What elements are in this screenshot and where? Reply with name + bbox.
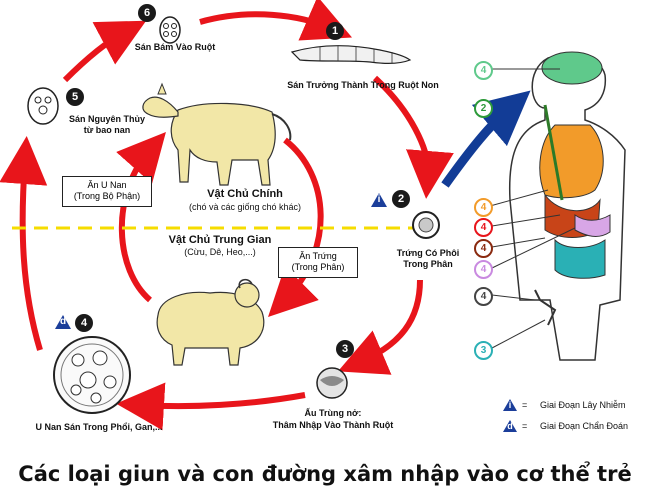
- arrow-to-human: [441, 90, 531, 188]
- page-caption: Các loại giun và con đường xâm nhập vào …: [18, 462, 632, 486]
- arrow-3-to-4: [116, 382, 306, 431]
- adult-worm-icon: [290, 45, 412, 64]
- stage-1-label: Sán Trưởng Thành Trong Ruột Non: [287, 80, 439, 90]
- definitive-host-subtitle: (chó và các giống chó khác): [188, 202, 302, 212]
- eat-egg-line2: (Trong Phân): [291, 262, 345, 273]
- stage-2-badge: 2: [392, 190, 410, 208]
- body-mark-blood: 2: [474, 99, 493, 118]
- stage-5-badge: 5: [66, 88, 84, 106]
- eat-egg-line1: Ăn Trứng: [299, 251, 337, 261]
- legend-eq-1: =: [522, 400, 528, 410]
- embryonated-egg-icon: [412, 211, 440, 239]
- body-mark-liver: 4: [474, 218, 493, 237]
- stage-6-label: Sán Bám Vào Ruột: [134, 42, 216, 52]
- body-mark-brain: 4: [474, 61, 493, 80]
- body-mark-lung: 4: [474, 198, 493, 217]
- hydatid-cyst-icon: [53, 336, 131, 414]
- protoscolex-icon: [27, 87, 59, 125]
- arrow-sheep-to-dog: [116, 132, 166, 303]
- stage-5-label-1: Sán Nguyên Thủy: [68, 114, 145, 124]
- stage-3-badge: 3: [336, 340, 354, 358]
- arrow-1-to-2: [372, 75, 454, 199]
- human-body-icon: [508, 51, 626, 361]
- body-mark-spleen: 4: [474, 239, 493, 258]
- arrow-dog-to-sheep: [268, 137, 324, 317]
- dog-icon: [142, 82, 292, 186]
- intermediate-host-title: Vật Chủ Trung Gian: [168, 234, 272, 246]
- arrow-6-to-1: [199, 0, 353, 41]
- body-mark-other: 3: [474, 341, 493, 360]
- intermediate-host-subtitle: (Cừu, Dê, Heo,...): [184, 247, 256, 257]
- stage-4-label: U Nan Sán Trong Phổi, Gan,...: [35, 422, 163, 432]
- stage-5-label-2: từ bao nan: [83, 125, 131, 135]
- eat-egg-box: Ăn Trứng (Trong Phân): [278, 247, 358, 278]
- arrow-2-to-3: [337, 279, 423, 375]
- stage-3-label-2: Thâm Nhập Vào Thành Ruột: [272, 420, 394, 430]
- stage-4-badge: 4: [75, 314, 93, 332]
- arrow-4-to-5: [0, 136, 48, 351]
- legend-diagnostic: Giai Đoạn Chẩn Đoán: [540, 421, 629, 431]
- eat-cyst-line2: (Trong Bộ Phận): [73, 191, 141, 202]
- sheep-icon: [156, 278, 265, 366]
- legend-infective: Giai Đoạn Lây Nhiễm: [540, 400, 626, 410]
- body-mark-bone: 4: [474, 287, 493, 306]
- scolex-attached-icon: [159, 16, 181, 44]
- stage-3-label-1: Ấu Trùng nở:: [304, 408, 362, 418]
- eat-cyst-line1: Ăn U Nan: [87, 180, 127, 190]
- arrow-5-to-6: [62, 20, 147, 83]
- stage-2-label-2: Trong Phân: [403, 259, 453, 269]
- oncosphere-icon: [316, 367, 348, 399]
- stage-1-badge: 1: [326, 22, 344, 40]
- stage-2-label-1: Trứng Có Phôi: [396, 248, 460, 258]
- definitive-host-title: Vật Chủ Chính: [207, 188, 283, 200]
- stage-6-badge: 6: [138, 4, 156, 22]
- legend-eq-2: =: [522, 421, 528, 431]
- eat-cyst-box: Ăn U Nan (Trong Bộ Phận): [62, 176, 152, 207]
- body-mark-kidney: 4: [474, 260, 493, 279]
